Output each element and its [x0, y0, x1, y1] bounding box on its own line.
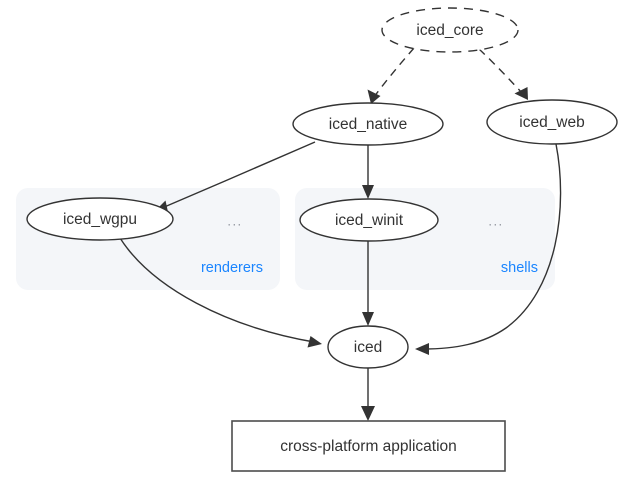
- node-iced_web-shape[interactable]: [486, 99, 618, 145]
- edge-iced_core-to-iced_native: [367, 47, 415, 104]
- node-iced_native-label: iced_native: [329, 116, 407, 133]
- cluster-shells-ellipsis: ...: [488, 213, 503, 228]
- node-cross-platform-application-label: cross-platform application: [280, 438, 457, 455]
- node-cross-platform-application[interactable]: cross-platform application: [231, 420, 506, 472]
- cluster-renderers-ellipsis: ...: [227, 213, 242, 228]
- edge-iced_winit-to-iced: [362, 241, 374, 326]
- node-cross-platform-application-shape[interactable]: [231, 420, 506, 472]
- edge-iced_wgpu-to-iced-path: [119, 237, 315, 343]
- node-iced-shape[interactable]: [327, 325, 409, 369]
- edge-iced_native-to-iced_winit: [362, 145, 374, 199]
- cluster-renderers-label: renderers: [201, 260, 263, 276]
- node-iced_wgpu-shape[interactable]: [26, 197, 174, 241]
- edge-iced_core-to-iced_web-path: [478, 48, 524, 95]
- node-iced_winit[interactable]: iced_winit: [299, 198, 439, 242]
- edge-iced_native-to-iced_winit-arrowhead: [362, 185, 374, 199]
- node-iced_wgpu-label: iced_wgpu: [63, 211, 137, 228]
- edge-iced_winit-to-iced-arrowhead: [362, 312, 374, 326]
- node-iced[interactable]: iced: [327, 325, 409, 369]
- edge-iced_wgpu-to-iced: [119, 237, 322, 348]
- node-iced_winit-label: iced_winit: [335, 212, 404, 229]
- node-iced_web[interactable]: iced_web: [486, 99, 618, 145]
- node-iced_core[interactable]: iced_core: [381, 7, 519, 53]
- edge-iced_core-to-iced_web: [478, 48, 528, 100]
- node-iced_winit-shape[interactable]: [299, 198, 439, 242]
- edge-iced_web-to-iced-path: [422, 143, 562, 350]
- node-iced-label: iced: [354, 339, 382, 356]
- node-iced_core-shape[interactable]: [381, 7, 519, 53]
- node-iced_wgpu[interactable]: iced_wgpu: [26, 197, 174, 241]
- edge-iced-to-app: [361, 368, 375, 421]
- edge-iced_wgpu-to-iced-arrowhead: [307, 336, 322, 348]
- node-iced_native-shape[interactable]: [292, 102, 444, 146]
- edge-iced_core-to-iced_native-path: [373, 47, 415, 98]
- edge-iced_web-to-iced-arrowhead: [415, 343, 429, 355]
- edge-iced_core-to-iced_web-arrowhead: [514, 87, 528, 100]
- cluster-shells-label: shells: [501, 260, 538, 276]
- node-iced_core-label: iced_core: [416, 22, 483, 39]
- edge-iced_web-to-iced: [415, 143, 562, 355]
- node-iced_web-label: iced_web: [519, 114, 585, 131]
- node-iced_native[interactable]: iced_native: [292, 102, 444, 146]
- edge-iced_native-to-iced_wgpu-path: [161, 141, 316, 209]
- edge-iced_core-to-iced_native-arrowhead: [367, 89, 381, 104]
- edge-iced-to-app-arrowhead: [361, 406, 375, 421]
